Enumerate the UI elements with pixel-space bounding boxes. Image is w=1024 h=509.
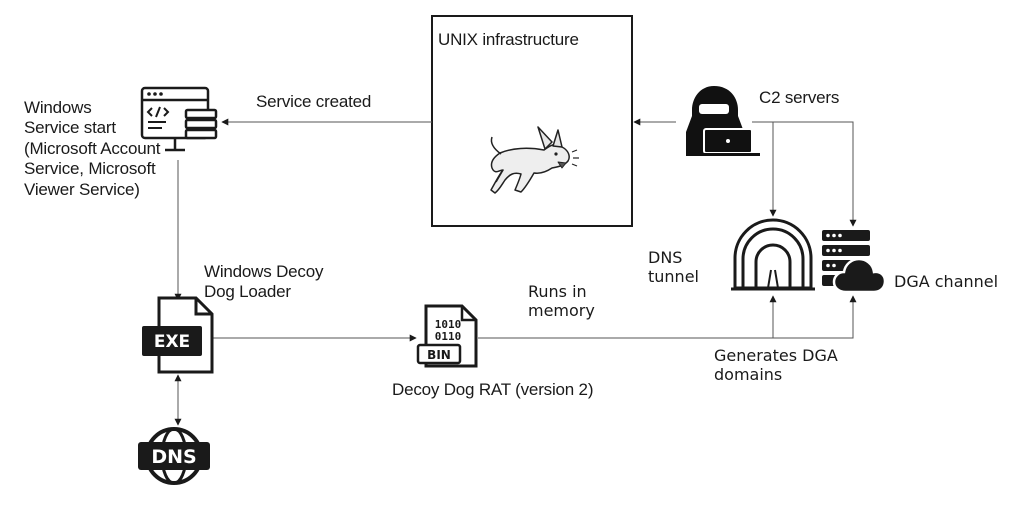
code-terminal-server-icon [140,86,218,152]
bin-file-icon: 1010 0110 BIN [416,304,478,368]
windows-service-start-label: Windows Service start (Microsoft Account… [24,98,160,200]
server-cloud-icon [822,230,887,294]
exe-badge: EXE [154,332,190,352]
dga-channel-label: DGA channel [894,272,999,291]
runs-in-memory-line: memory [528,301,595,321]
bin-badge: BIN [427,348,451,362]
arrow-c2-to-dga-channel [773,121,857,227]
service-created-label: Service created [256,92,372,111]
windows-service-line: Windows [24,98,92,117]
decoy-dog-rat-label: Decoy Dog RAT (version 2) [392,380,594,399]
bin-digits-2: 0110 [435,330,462,343]
bin-digits-1: 1010 [435,318,462,331]
windows-decoy-dog-loader-label: Windows Decoy Dog Loader [204,262,323,303]
windows-service-line: (Microsoft Account [24,138,161,158]
generates-dga-line: domains [714,365,783,385]
dns-tunnel-label: DNS tunnel [648,248,699,286]
runs-in-memory-label: Runs in memory [528,282,595,320]
dns-tunnel-line: DNS [648,248,683,267]
arrow-rat-to-dga-channel [773,295,857,339]
runs-in-memory-line: Runs in [528,282,587,301]
unix-infrastructure-title: UNIX infrastructure [438,30,579,49]
exe-file-icon: EXE [142,296,214,374]
connectors [174,118,857,426]
loader-line: Dog Loader [204,282,291,302]
hacker-laptop-icon [686,86,760,156]
arrow-rat-to-tunnel [478,295,777,339]
c2-servers-label: C2 servers [759,88,840,107]
dns-tunnel-line: tunnel [648,267,699,287]
angry-dog-icon [490,126,579,194]
loader-line: Windows Decoy [204,262,324,281]
dns-badge: DNS [151,446,196,468]
generates-dga-line: Generates DGA [714,346,838,365]
windows-service-line: Viewer Service) [24,179,140,199]
arrow-c2-to-tunnel [752,121,777,217]
generates-dga-domains-label: Generates DGA domains [714,346,838,384]
windows-service-line: Service, Microsoft [24,159,156,179]
tunnel-icon [731,218,815,291]
unix-infrastructure-box [431,15,633,227]
windows-service-line: Service start [24,118,116,138]
dns-globe-icon: DNS [138,427,210,485]
